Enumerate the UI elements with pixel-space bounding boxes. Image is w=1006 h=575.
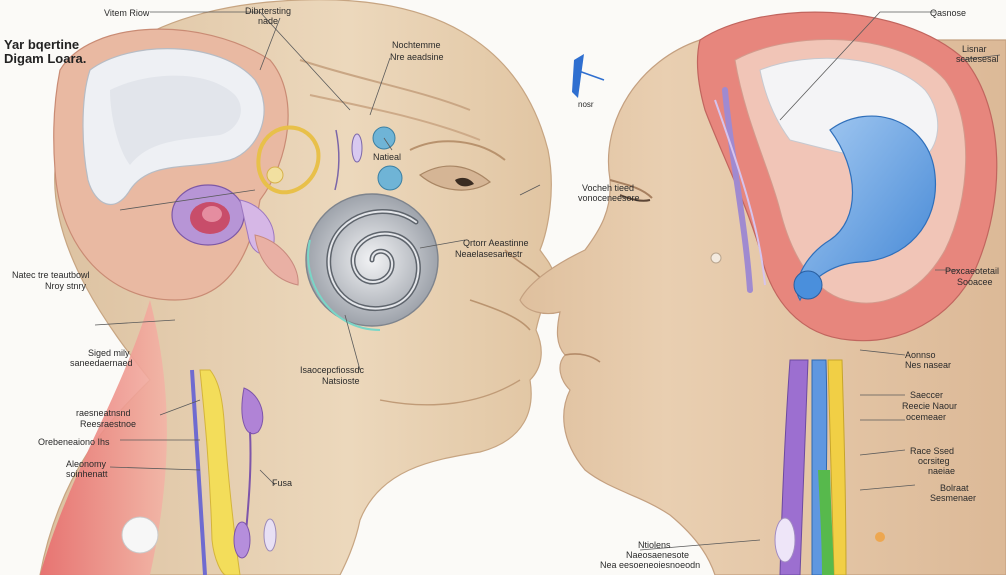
label-left-low-5: Orebeneaiono Ihs (38, 437, 110, 447)
label-top-left-2: Dibrtersting (245, 6, 292, 16)
label-bottom-right-1: Ntiolens (638, 540, 671, 550)
label-top-right-2: Lisnar (962, 44, 987, 54)
label-right-low-7: ocrsiteg (918, 456, 950, 466)
left-ear-structure (53, 28, 321, 301)
label-left-low-7: soinhenatt (66, 469, 108, 479)
label-left-low-3: raesneatnsnd (76, 408, 131, 418)
label-bottom-right-3: Nea eesoeneoiesnoeodn (600, 560, 701, 570)
label-left-low-1: Siged mily (88, 348, 130, 358)
label-left-low-2: saneedaernaed (70, 358, 133, 368)
label-nerve-2: Natsioste (322, 376, 360, 386)
right-neck-nerves (774, 359, 885, 575)
label-center-top-1: Nochtemme (392, 40, 441, 50)
label-center-top-2: Nre aeadsine (390, 52, 444, 62)
label-top-left-3: nade (258, 16, 279, 26)
small-organs (334, 126, 403, 191)
label-left-mid-2: Nroy stnry (45, 281, 87, 291)
label-blue-arrow: nosr (578, 100, 594, 109)
left-neck-nerves (40, 300, 277, 575)
label-right-low-1: Aonnso (905, 350, 936, 360)
title-line-1: Yar bqertine (4, 37, 80, 52)
label-right-mid-1: Pexcaeotetail (945, 266, 1000, 276)
label-face-right-1: Vocheh tieed (582, 183, 635, 193)
label-right-low-5: ocemeaer (906, 412, 947, 422)
diagram-title: Yar bqertine Digam Loara. (4, 38, 86, 66)
label-right-mid-2: Sooacee (957, 277, 993, 287)
label-left-mid-1: Natec tre teautbowl (12, 270, 90, 280)
label-right-low-9: Bolraat (940, 483, 969, 493)
label-top-right-3: scatesesal (956, 54, 999, 64)
label-right-low-8: naeiae (928, 466, 956, 476)
label-right-low-3: Saeccer (910, 390, 944, 400)
label-left-low-4: Reesraestnoe (80, 419, 137, 429)
blue-arrow-symbol (572, 54, 605, 98)
label-bottom-center: Fusa (272, 478, 293, 488)
cochlea-spiral (305, 193, 439, 331)
label-cochlea-1: Qrtorr Aeastinne (463, 238, 529, 248)
label-cochlea-2: Neaelasesanestr (455, 249, 523, 259)
label-left-low-6: Aleonomy (66, 459, 107, 469)
right-ear-structure (696, 11, 998, 342)
leader-lines (94, 11, 1001, 551)
label-top-left-1: Vitem Riow (104, 8, 150, 18)
label-right-low-10: Sesmenaer (930, 493, 977, 503)
label-bottom-right-2: Naeosaenesote (626, 550, 690, 560)
label-right-low-4: Reecie Naour (902, 401, 958, 411)
label-right-low-6: Race Ssed (910, 446, 955, 456)
label-small-center: Natieal (373, 152, 402, 162)
label-top-right-1: Qasnose (930, 8, 967, 18)
label-right-low-2: Nes nasear (905, 360, 952, 370)
label-face-right-2: vonoceneesore (578, 193, 640, 203)
title-line-2: Digam Loara. (4, 51, 87, 66)
label-nerve-1: Isaocepcfiossdc (300, 365, 365, 375)
